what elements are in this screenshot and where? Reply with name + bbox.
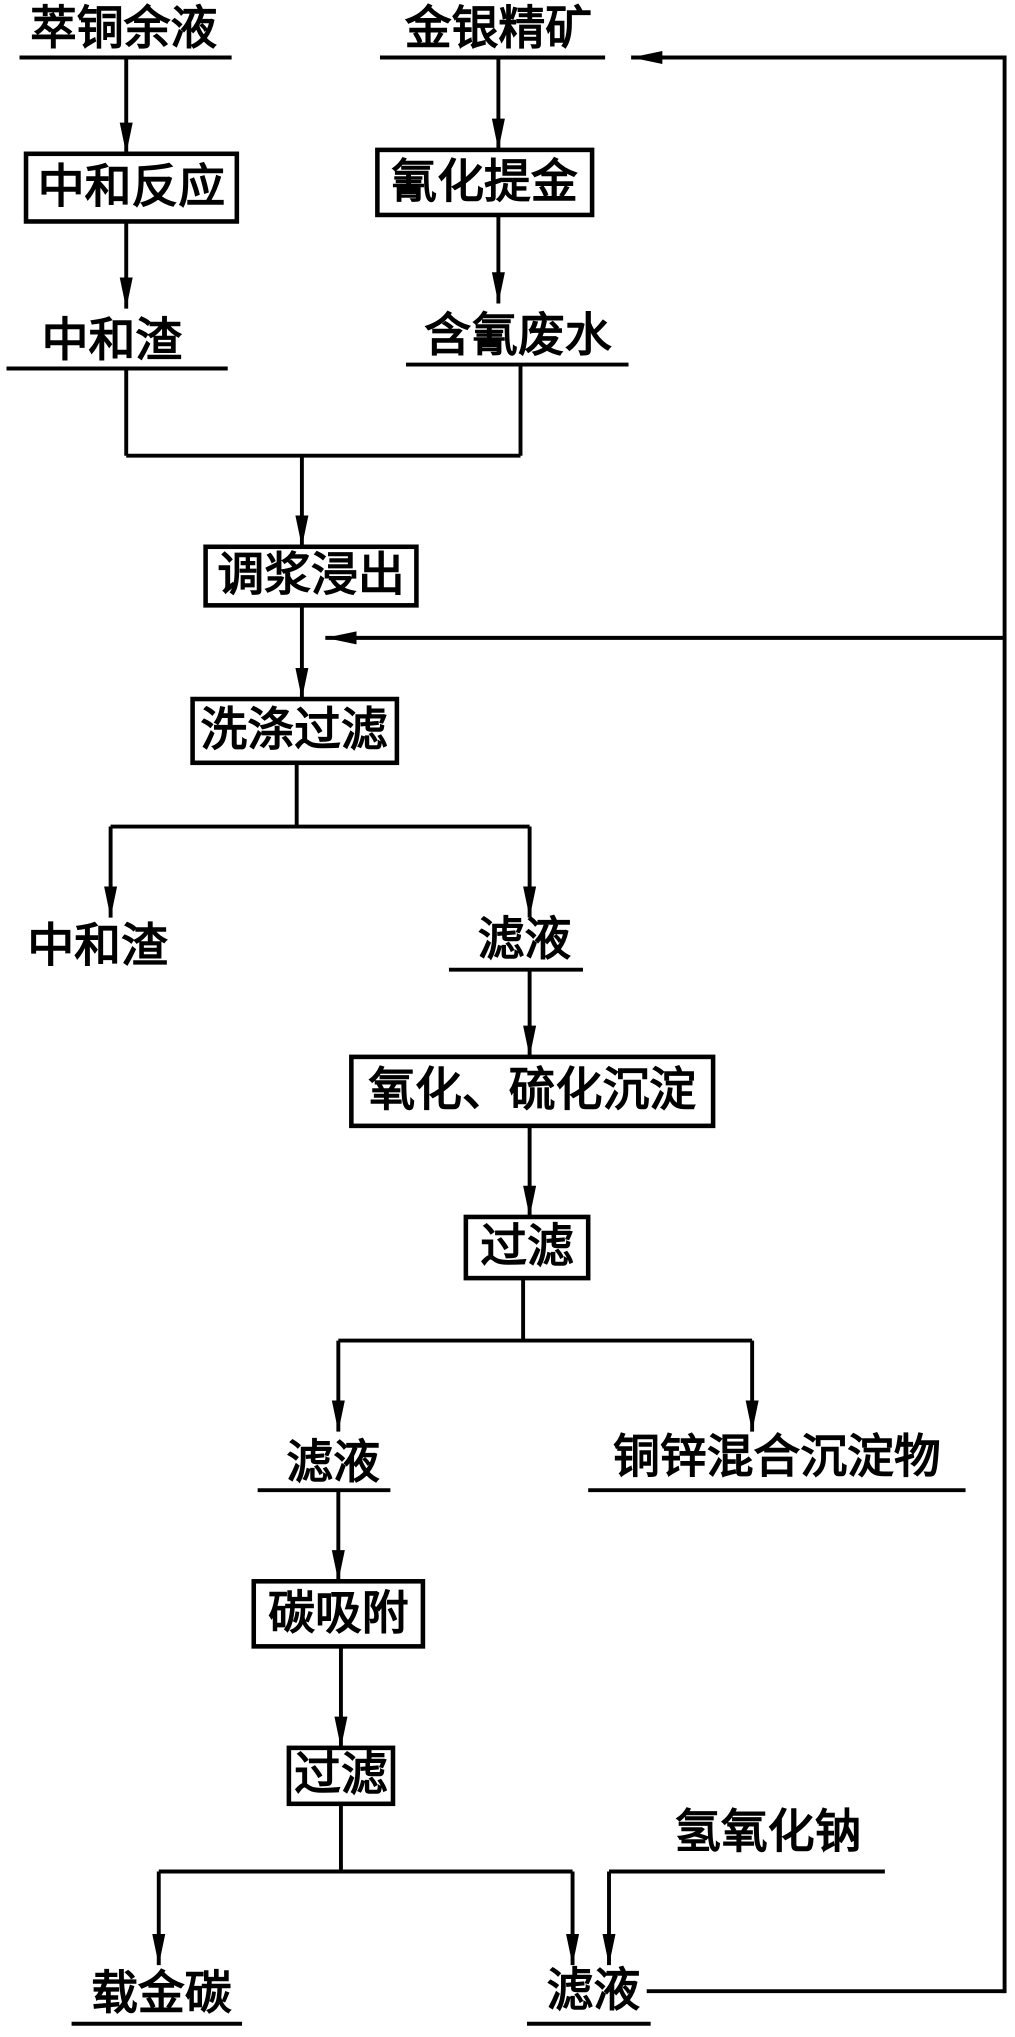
- neutralization-residue-label: 中和渣: [42, 314, 183, 368]
- box-frame: [349, 1054, 716, 1129]
- box-frame: [251, 1579, 426, 1649]
- process-box-neutralization: 中和反应: [23, 151, 240, 224]
- cyanidation-label: 氰化提金: [390, 155, 577, 209]
- box-frame: [23, 151, 240, 224]
- neutralization-residue-output-label: 中和渣: [27, 919, 168, 973]
- process-box-oxidation-sulfidation: 氧化、硫化沉淀: [349, 1054, 716, 1129]
- sodium-hydroxide-label: 氢氧化钠: [674, 1805, 861, 1859]
- process-box-cyanidation: 氰化提金: [375, 147, 595, 218]
- filtration-label: 过滤: [480, 1220, 574, 1274]
- washing-filtration-label: 洗涤过滤: [200, 703, 387, 757]
- filtration-label: 过滤: [294, 1748, 388, 1802]
- filtrate-label: 滤液: [547, 1964, 641, 2018]
- cu-zn-precipitate-label: 铜锌混合沉淀物: [613, 1431, 941, 1485]
- gold-loaded-carbon-label: 载金碳: [91, 1967, 232, 2021]
- box-frame: [190, 696, 400, 766]
- neutralization-label: 中和反应: [38, 161, 225, 215]
- process-box-filtration-2: 过滤: [286, 1745, 396, 1807]
- box-frame: [463, 1214, 591, 1281]
- process-box-carbon-adsorption: 碳吸附: [251, 1579, 426, 1649]
- process-box-filtration: 过滤: [463, 1214, 591, 1281]
- pulping-leaching-label: 调浆浸出: [217, 548, 404, 602]
- process-box-pulping-leaching: 调浆浸出: [203, 544, 419, 608]
- oxidation-sulfidation-label: 氧化、硫化沉淀: [368, 1064, 696, 1118]
- process-box-washing-filtration: 洗涤过滤: [190, 696, 400, 766]
- filtrate-label: 滤液: [286, 1436, 380, 1490]
- cyanide-wastewater-label: 含氰废水: [424, 309, 611, 363]
- box-frame: [375, 147, 595, 218]
- filtrate-label: 滤液: [478, 913, 572, 967]
- box-frame: [203, 544, 419, 608]
- carbon-adsorption-label: 碳吸附: [268, 1587, 408, 1641]
- raffinate-label: 萃铜余液: [30, 2, 217, 56]
- box-frame: [286, 1745, 396, 1807]
- concentrate-label: 金银精矿: [404, 2, 592, 56]
